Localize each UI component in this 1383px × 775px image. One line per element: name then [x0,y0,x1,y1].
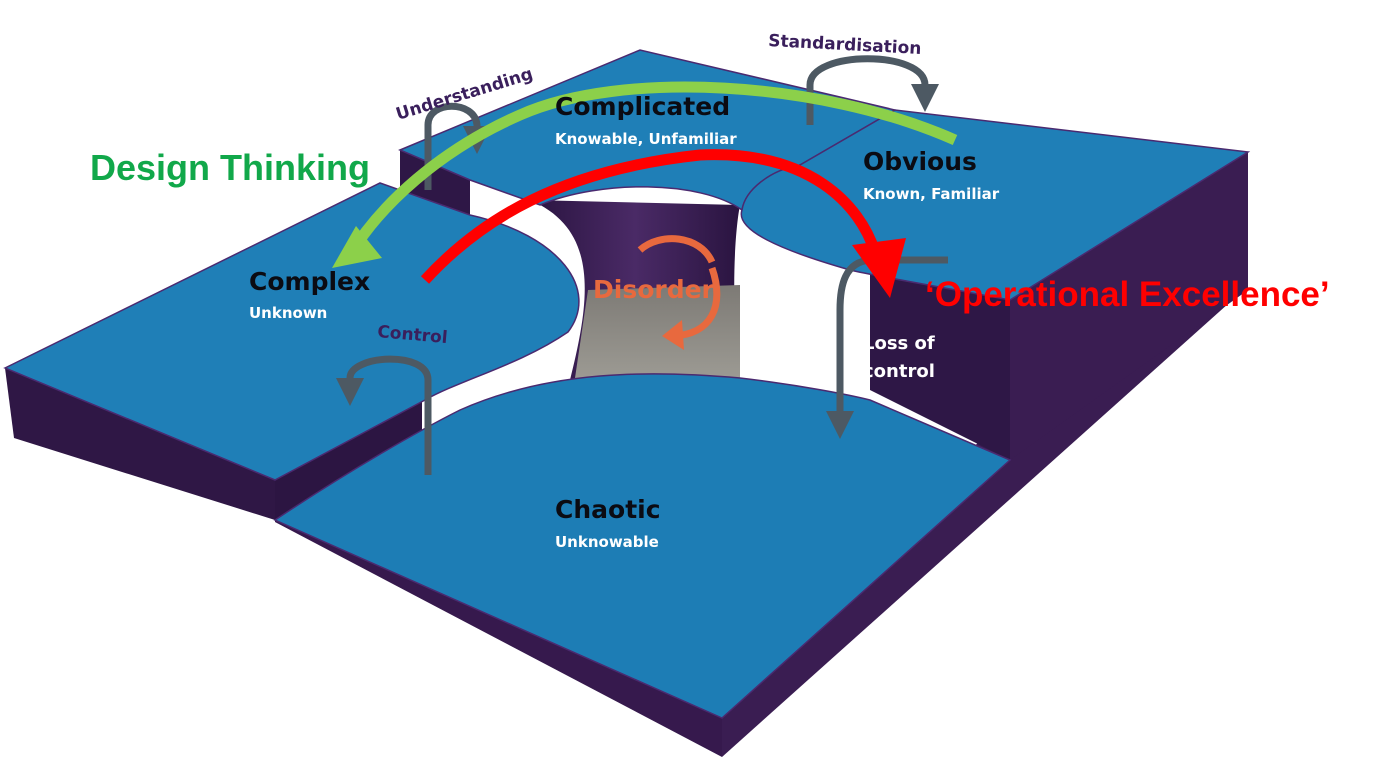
standardisation-arrow [806,55,939,125]
disorder-arrowhead [662,320,684,350]
disorder-label: Disorder [593,275,715,304]
complex-surface [3,182,580,481]
loss-of-control-line2: control [863,361,935,382]
obvious-title: Obvious [863,147,977,176]
operational-excellence-arrowhead [852,238,906,298]
design-thinking-arrow [332,81,958,268]
transition-arrows [336,55,948,475]
chaotic-subtitle: Unknowable [555,533,659,551]
step-wall-right [1010,152,1248,460]
standardisation-label: Standardisation [768,31,922,59]
chaotic-title: Chaotic [555,495,661,524]
control-arrow [336,355,432,475]
labels: Complicated Knowable, Unfamiliar Obvious… [90,31,1330,551]
complex-subtitle: Unknown [249,304,327,322]
design-thinking-path [345,81,958,258]
complicated-title: Complicated [555,92,730,121]
loss-of-control-line1: Loss of [863,333,935,354]
step-wall-left [275,400,422,520]
obvious-subtitle: Known, Familiar [863,185,1000,203]
disorder-cycle [637,235,721,350]
pit-floor [575,285,740,378]
design-thinking-arrowhead [332,226,382,268]
disorder-arrow-lower [671,266,721,340]
understanding-arrow [424,102,491,190]
operational-excellence-label: ‘Operational Excellence’ [925,275,1330,314]
operational-excellence-arrow [420,149,906,298]
design-thinking-label: Design Thinking [90,147,370,188]
disorder-arrow-upper [637,235,716,264]
operational-excellence-path [420,149,881,284]
complicated-subtitle: Knowable, Unfamiliar [555,130,737,148]
complex-title: Complex [249,267,370,296]
left-wall [5,368,275,520]
step-wall-inner [870,260,1010,460]
back-wall [400,150,470,220]
chaotic-surface [273,373,1012,719]
